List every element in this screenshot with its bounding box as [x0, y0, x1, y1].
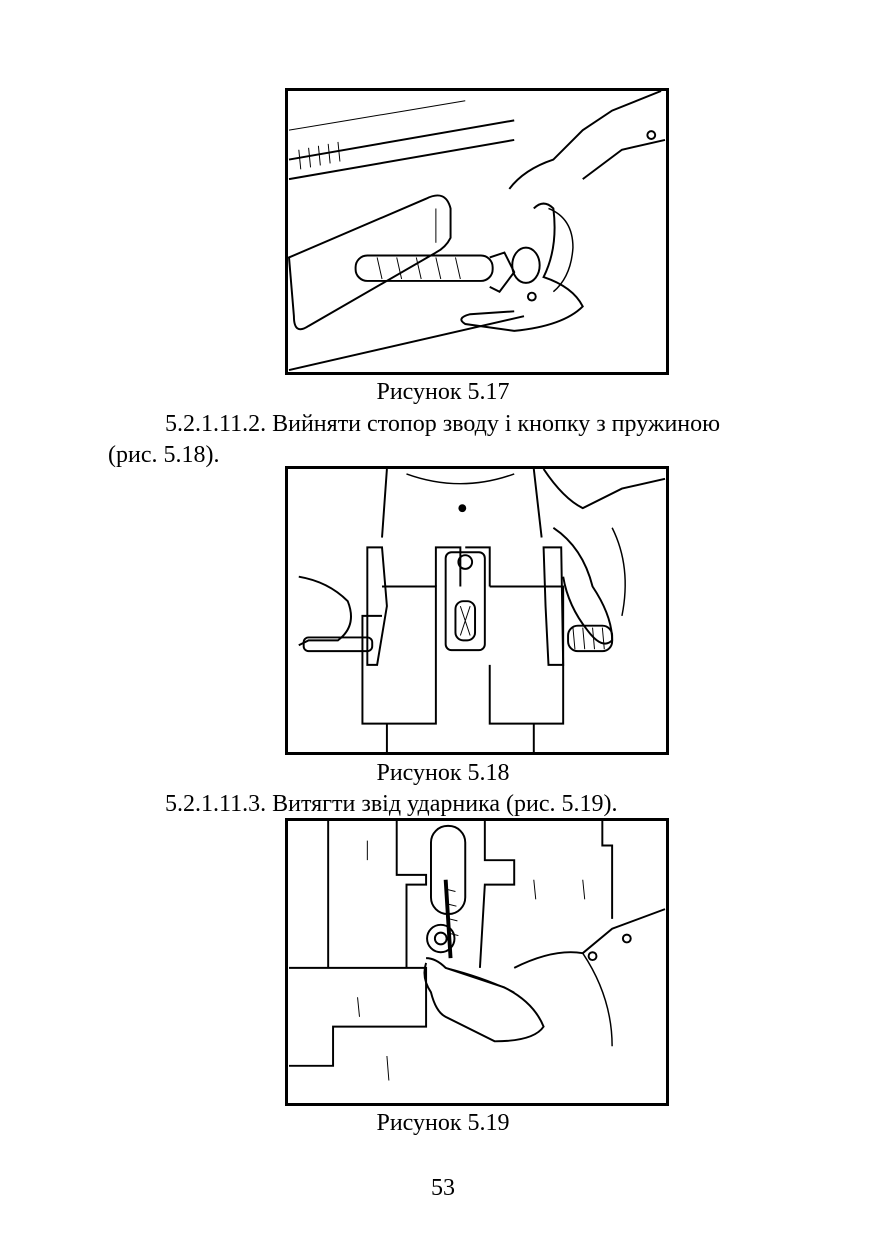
- figure-caption: Рисунок 5.17: [376, 379, 510, 405]
- paragraph-step-2-continued: (рис. 5.18).: [108, 441, 219, 469]
- paragraph-text: 5.2.1.11.3. Витягти звід ударника (рис. …: [165, 791, 618, 817]
- page-number: 53: [431, 1175, 455, 1201]
- hand-pulling-cocking-lever-icon: [289, 821, 666, 1081]
- figure-5-19: [285, 818, 669, 1106]
- paragraph-step-3: 5.2.1.11.3. Витягти звід ударника (рис. …: [165, 790, 618, 818]
- hand-removing-spring-button-icon: [298, 469, 666, 752]
- paragraph-step-2: 5.2.1.11.2. Вийняти стопор зводу і кнопк…: [165, 410, 720, 438]
- paragraph-text: 5.2.1.11.2. Вийняти стопор зводу і кнопк…: [165, 411, 721, 437]
- hand-pulling-shaft-icon: [288, 91, 666, 371]
- paragraph-text: (рис. 5.18).: [108, 442, 220, 468]
- figure-caption: Рисунок 5.19: [376, 1110, 510, 1136]
- figure-5-17: [285, 88, 669, 375]
- figure-caption: Рисунок 5.18: [376, 760, 510, 786]
- figure-5-18: [285, 466, 669, 755]
